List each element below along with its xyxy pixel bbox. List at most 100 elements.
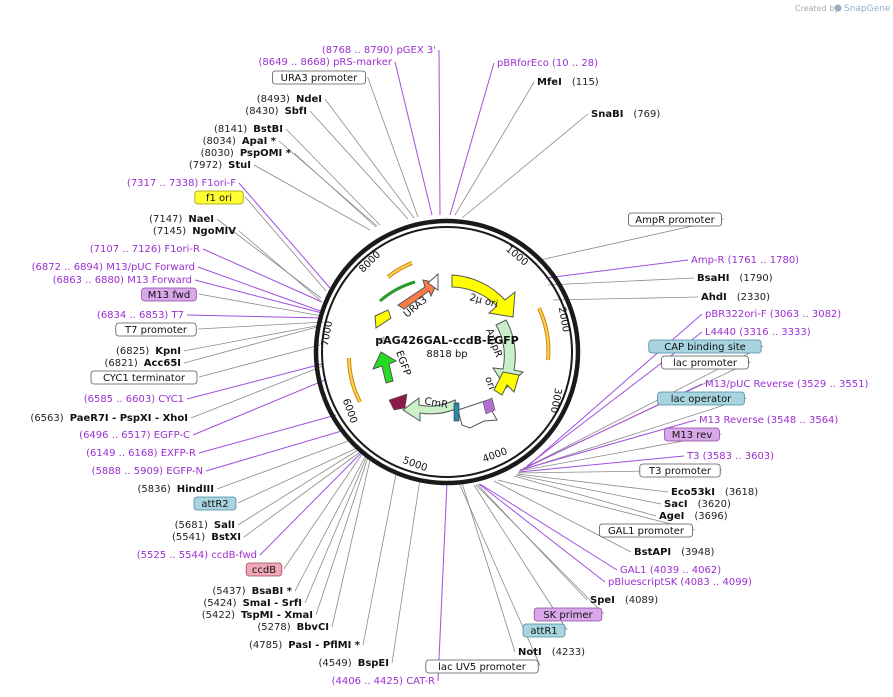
primer-label[interactable]: (6149 .. 6168) EXFP-R [86, 448, 196, 459]
primer-label[interactable]: pBR322ori-F (3063 .. 3082) [705, 309, 841, 320]
site-label[interactable]: (8034)ApaI * [203, 136, 277, 147]
tick-label: 2000 [556, 306, 571, 333]
site-position: (4089) [625, 595, 658, 606]
site-position: (8034) [203, 136, 236, 147]
primer-label[interactable]: (6872 .. 6894) M13/pUC Forward [32, 262, 195, 273]
primer-label[interactable]: (6863 .. 6880) M13 Forward [53, 275, 192, 286]
site-label[interactable]: (7147)NaeI [149, 214, 214, 225]
primer-label[interactable]: (6585 .. 6603) CYC1 [84, 394, 184, 405]
site-label[interactable]: AgeI(3696) [659, 511, 728, 522]
site-name: AhdI [701, 292, 727, 303]
primer-label[interactable]: (5888 .. 5909) EGFP-N [92, 466, 203, 477]
primer-label[interactable]: (6834 .. 6853) T7 [97, 310, 184, 321]
feature-box[interactable] [657, 391, 745, 406]
feature-label: lac promoter [673, 358, 738, 369]
site-label[interactable]: (5541)BstXI [172, 532, 241, 543]
site-label[interactable]: (6825)KpnI [116, 346, 181, 357]
site-label[interactable]: (8493)NdeI [257, 94, 322, 105]
site-position: (5424) [203, 598, 236, 609]
feature-box[interactable] [522, 623, 566, 638]
feature-box[interactable] [533, 607, 603, 622]
site-label[interactable]: SacI(3620) [664, 499, 731, 510]
primer-label[interactable]: (8768 .. 8790) pGEX 3' [322, 45, 436, 56]
site-label[interactable]: (8030)PspOMI * [201, 148, 292, 159]
primer-label[interactable]: L4440 (3316 .. 3333) [705, 327, 811, 338]
feature-box[interactable] [661, 355, 749, 370]
leader-line [244, 196, 327, 292]
site-label[interactable]: (5424)SmaI - SrfI [203, 598, 302, 609]
leader-line [513, 475, 657, 517]
cmr-label: CmR [423, 396, 448, 411]
feature-box[interactable] [628, 212, 723, 227]
site-name: BsaHI [697, 273, 729, 284]
primer-label[interactable]: M13 Reverse (3548 .. 3564) [699, 415, 838, 426]
site-label[interactable]: NotI(4233) [518, 647, 585, 658]
feature-label: lac operator [671, 394, 732, 405]
leader-line [479, 483, 618, 571]
feature-box[interactable] [141, 287, 197, 302]
site-position: (1790) [739, 273, 772, 284]
site-label[interactable]: MfeI(115) [537, 77, 599, 88]
primer-label[interactable]: (4406 .. 4425) CAT-R [332, 676, 435, 687]
primer-label[interactable]: T3 (3583 .. 3603) [686, 451, 774, 462]
leader-line [461, 113, 589, 219]
site-label[interactable]: SnaBI(769) [591, 109, 660, 120]
site-label[interactable]: (7145)NgoMIV [153, 226, 236, 237]
site-label[interactable]: (4549)BspEI [318, 658, 389, 669]
site-label[interactable]: Eco53kI(3618) [671, 487, 758, 498]
site-label[interactable]: (6821)Acc65I [105, 358, 182, 369]
leader-lines [183, 49, 764, 682]
orange-arc-2-inner [538, 307, 550, 361]
site-name: NotI [518, 647, 542, 658]
leader-line [192, 379, 326, 436]
feature-box[interactable] [271, 70, 366, 85]
feature-box[interactable] [194, 190, 244, 205]
site-name: NgoMIV [192, 226, 236, 237]
site-label[interactable]: (4785)PasI - PflMI * [249, 640, 361, 651]
feature-box[interactable] [425, 659, 539, 674]
primer-label[interactable]: (6496 .. 6517) EGFP-C [79, 430, 190, 441]
leader-line [437, 482, 448, 682]
site-label[interactable]: (5422)TspMI - XmaI [202, 610, 313, 621]
site-label[interactable]: (8430)SbfI [245, 106, 307, 117]
site-position: (769) [633, 109, 660, 120]
feature-box[interactable] [639, 463, 721, 478]
site-label[interactable]: (5437)BsaBI * [212, 586, 292, 597]
plasmid-length: 8818 bp [426, 349, 467, 360]
site-label[interactable]: BsaHI (1790) [697, 273, 773, 284]
site-label[interactable]: (5681)SalI [175, 520, 235, 531]
cyc1-element [388, 393, 408, 411]
leader-line [285, 128, 381, 226]
leader-line [547, 277, 695, 286]
site-label[interactable]: (7972)StuI [189, 160, 251, 171]
primer-label[interactable]: (5525 .. 5544) ccdB-fwd [137, 550, 257, 561]
feature-box[interactable] [664, 427, 720, 442]
feature-box[interactable] [245, 562, 283, 577]
site-label[interactable]: BstAPI(3948) [634, 547, 715, 558]
feature-box[interactable] [115, 322, 197, 337]
primer-label[interactable]: pBRforEco (10 .. 28) [497, 58, 598, 69]
feature-box[interactable] [193, 496, 237, 511]
site-label[interactable]: AhdI(2330) [701, 292, 770, 303]
primer-label[interactable]: GAL1 (4039 .. 4062) [620, 565, 721, 576]
primer-label[interactable]: (8649 .. 8668) pRS-marker [258, 57, 392, 68]
primer-label[interactable]: pBluescriptSK (4083 .. 4099) [608, 577, 752, 588]
primer-label[interactable]: Amp-R (1761 .. 1780) [691, 255, 799, 266]
site-label[interactable]: SpeI(4089) [590, 595, 658, 606]
leader-line [473, 484, 568, 631]
leader-line [183, 324, 322, 352]
site-label[interactable]: (8141)BstBI [214, 124, 283, 135]
primer-label[interactable]: M13/pUC Reverse (3529 .. 3551) [705, 379, 868, 390]
primer-label[interactable]: (7317 .. 7338) F1ori-F [127, 178, 236, 189]
site-label[interactable]: (5836)HindIII [137, 484, 214, 495]
site-label[interactable]: (6563)PaeR7I - PspXI - XhoI [30, 413, 188, 424]
feature-label: ccdB [252, 565, 276, 576]
feature-box[interactable] [648, 339, 762, 354]
feature-box[interactable] [90, 370, 198, 385]
leader-line [283, 453, 363, 570]
leader-line [190, 365, 324, 419]
feature-box[interactable] [599, 523, 694, 538]
primer-label[interactable]: (7107 .. 7126) F1ori-R [90, 244, 200, 255]
leader-line [454, 81, 535, 216]
site-label[interactable]: (5278)BbvCI [257, 622, 329, 633]
